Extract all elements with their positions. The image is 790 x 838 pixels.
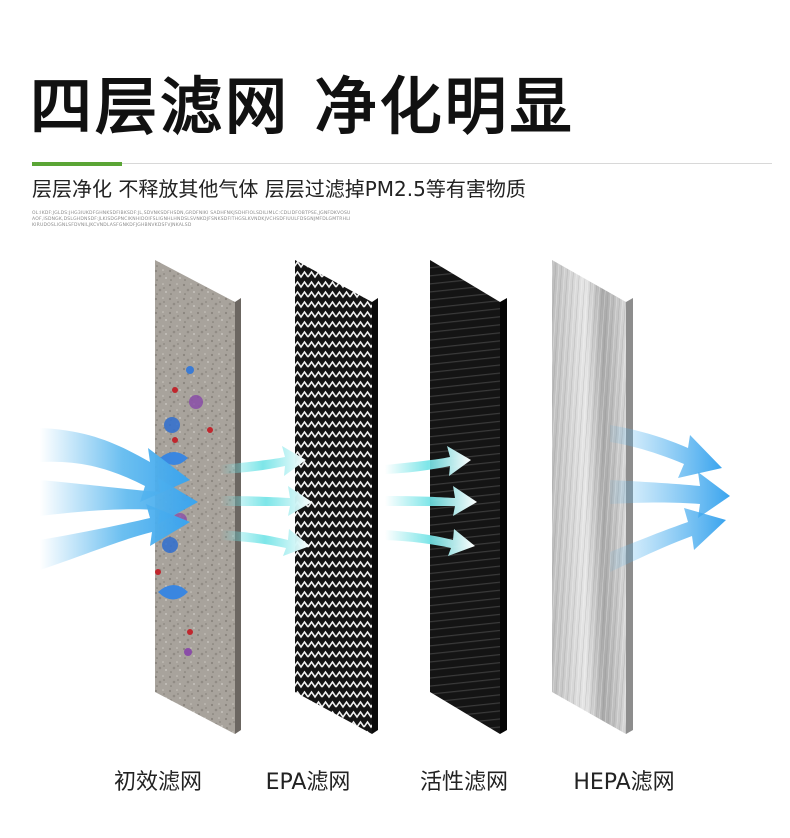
layer-label-epa: EPA滤网 — [265, 770, 351, 795]
header-divider — [122, 163, 772, 164]
hepa-filter-panel — [552, 260, 633, 734]
incoming-airflow-arrows — [40, 428, 198, 570]
internal-airflow-arrows — [220, 446, 477, 556]
layer-label-activated: 活性滤网 — [419, 770, 508, 795]
layer-label-hepa: HEPA滤网 — [573, 770, 675, 795]
subtitle: 层层净化 不释放其他气体 层层过滤掉PM2.5等有害物质 — [32, 177, 526, 201]
page-title: 四层滤网 净化明显 — [30, 70, 575, 143]
layer-label-primary: 初效滤网 — [113, 770, 202, 795]
fine-print: OL:IKDF:JGLDS:JHG3IUKDFGHNKSDFIBKSDF:JL,… — [32, 211, 351, 228]
primary-filter-panel — [155, 260, 241, 734]
outgoing-airflow-arrows — [610, 425, 730, 572]
filter-layers-illustration — [40, 260, 730, 734]
epa-filter-panel — [295, 260, 378, 734]
title-accent-line — [32, 162, 122, 166]
